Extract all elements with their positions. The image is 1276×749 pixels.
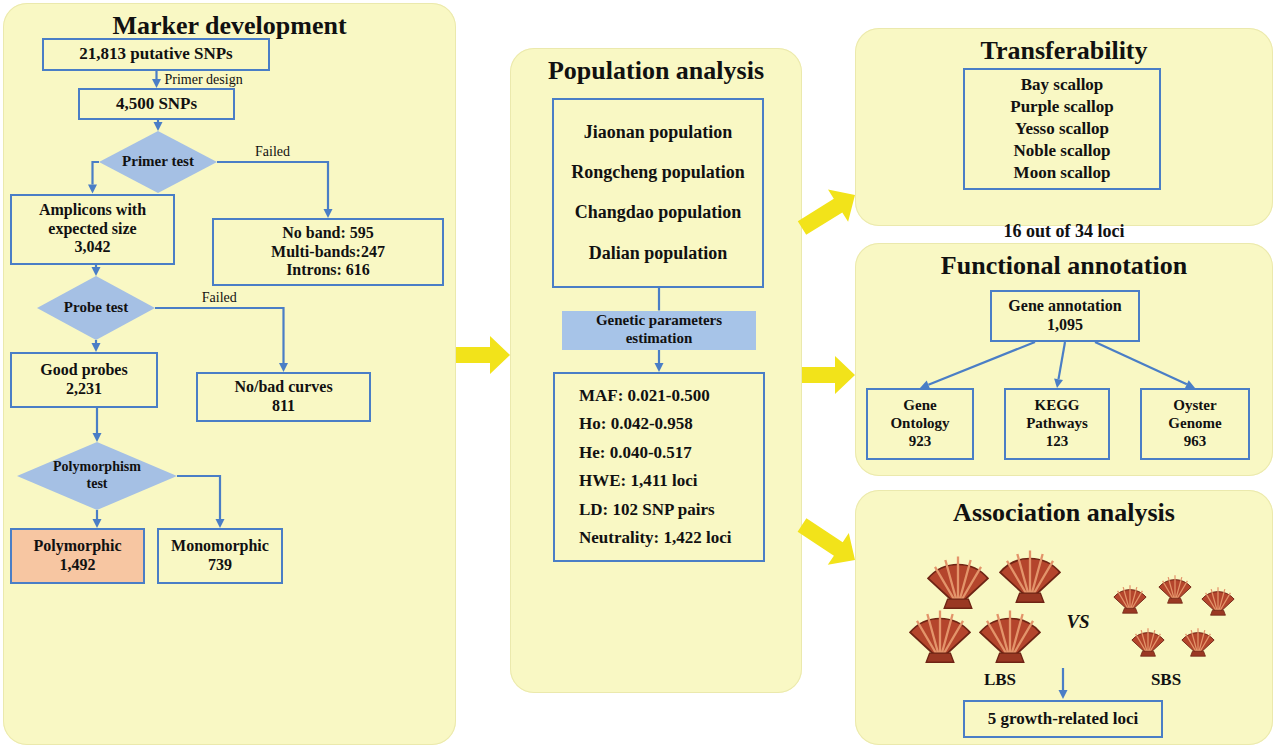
node-text: Gene Ontology: [876, 397, 964, 432]
step-band: Genetic parameters estimation: [562, 311, 756, 350]
node-text: Probe test: [57, 299, 135, 317]
node-text: Dalian population: [562, 243, 754, 264]
node-text: Noble scallop: [973, 141, 1151, 161]
node-text: No/bad curves: [206, 378, 361, 397]
process-box: Gene Ontology923: [866, 388, 974, 460]
node-text: Polymorphism test: [44, 459, 150, 492]
panel-title: Association analysis: [855, 498, 1273, 528]
section-panel: Population analysisJiaonan populationRon…: [510, 48, 802, 693]
node-text: 739: [167, 556, 273, 575]
node-text: Amplicons with expected size: [20, 201, 165, 239]
node-text: 21,813 putative SNPs: [52, 44, 260, 64]
node-text: 963: [1150, 433, 1240, 451]
node-text: He: 0.040-0.517: [579, 443, 755, 463]
highlight-box: Polymorphic1,492: [10, 528, 145, 584]
flow-arrow: [456, 336, 510, 374]
section-panel: Functional annotationGene annotation1,09…: [855, 243, 1273, 476]
process-box: Amplicons with expected size3,042: [10, 194, 175, 265]
node-text: Ho: 0.042-0.958: [579, 414, 755, 434]
node-text: Changdao population: [562, 202, 754, 223]
node-text: Moon scallop: [973, 163, 1151, 183]
process-box: 21,813 putative SNPs: [42, 38, 270, 71]
process-box: Jiaonan populationRongcheng populationCh…: [552, 98, 764, 288]
node-text: Introns: 616: [222, 261, 434, 280]
process-box: MAF: 0.021-0.500Ho: 0.042-0.958He: 0.040…: [553, 372, 765, 562]
diamond-shape: [37, 276, 155, 340]
node-text: Neutrality: 1,422 loci: [579, 528, 755, 548]
node-text: LD: 102 SNP pairs: [579, 500, 755, 520]
flow-arrow-shape: [798, 518, 855, 565]
decision-diamond: Polymorphism test: [17, 442, 177, 510]
node-text: Gene annotation: [1000, 297, 1130, 316]
node-text: Multi-bands:247: [222, 243, 434, 262]
node-text: Monomorphic: [167, 537, 273, 556]
process-box: 4,500 SNPs: [78, 88, 235, 120]
node-text: Genetic parameters estimation: [568, 312, 750, 347]
section-panel: Association analysis 5 growth-related loc…: [855, 490, 1273, 745]
node-text: Purple scallop: [973, 97, 1151, 117]
flow-arrow-shape: [802, 356, 855, 394]
panel-title: Transferability: [855, 36, 1273, 66]
node-text: Oyster Genome: [1150, 397, 1240, 432]
section-panel: Marker development 21,813 putative SNPs 4,…: [3, 3, 456, 745]
edge-label: Primer design: [163, 72, 245, 87]
node-text: 1,095: [1000, 316, 1130, 335]
group-label: SBS: [1151, 671, 1181, 690]
group-label: LBS: [984, 671, 1016, 690]
flow-arrow-shape: [798, 189, 855, 234]
process-box: Good probes2,231: [10, 352, 158, 408]
edge-label: Failed: [253, 144, 292, 159]
decision-diamond: Primer test: [99, 131, 217, 193]
node-text: Polymorphic: [20, 537, 135, 556]
flow-arrow-shape: [456, 336, 510, 374]
process-box: No/bad curves811: [196, 372, 371, 422]
node-text: 3,042: [20, 238, 165, 257]
group-label: VS: [1066, 612, 1089, 633]
node-text: KEGG Pathways: [1014, 397, 1100, 432]
decision-diamond: Probe test: [37, 276, 155, 340]
process-box: Oyster Genome963: [1140, 388, 1250, 460]
node-text: 811: [206, 397, 361, 416]
node-text: Jiaonan population: [562, 122, 754, 143]
panel-title: Functional annotation: [855, 251, 1273, 281]
node-text: MAF: 0.021-0.500: [579, 386, 755, 406]
panel-title: Population analysis: [510, 56, 802, 86]
node-text: Yesso scallop: [973, 119, 1151, 139]
flow-arrow: [802, 356, 855, 394]
node-text: 5 growth-related loci: [973, 709, 1153, 729]
process-box: Gene annotation1,095: [990, 290, 1140, 342]
panel-note: 16 out of 34 loci: [855, 221, 1273, 242]
node-text: No band: 595: [222, 224, 434, 243]
process-box: Monomorphic739: [157, 528, 283, 584]
node-text: HWE: 1,411 loci: [579, 471, 755, 491]
process-box: 5 growth-related loci: [963, 700, 1163, 738]
section-panel: Transferability16 out of 34 lociBay scal…: [855, 28, 1273, 226]
node-text: 1,492: [20, 556, 135, 575]
node-text: 2,231: [20, 380, 148, 399]
panel-title: Marker development: [3, 11, 456, 41]
process-box: No band: 595Multi-bands:247Introns: 616: [212, 218, 444, 286]
diamond-shape: [17, 442, 177, 510]
node-text: Good probes: [20, 361, 148, 380]
node-text: 4,500 SNPs: [88, 94, 225, 114]
process-box: Bay scallopPurple scallopYesso scallopNo…: [963, 68, 1161, 190]
flow-arrow: [798, 189, 855, 234]
node-text: 923: [876, 433, 964, 451]
edge-label: Failed: [200, 290, 239, 305]
node-text: Rongcheng population: [562, 162, 754, 183]
flow-arrow: [798, 518, 855, 565]
node-text: Primer test: [119, 153, 197, 171]
process-box: KEGG Pathways123: [1004, 388, 1110, 460]
diamond-shape: [99, 131, 217, 193]
node-text: 123: [1014, 433, 1100, 451]
node-text: Bay scallop: [973, 75, 1151, 95]
